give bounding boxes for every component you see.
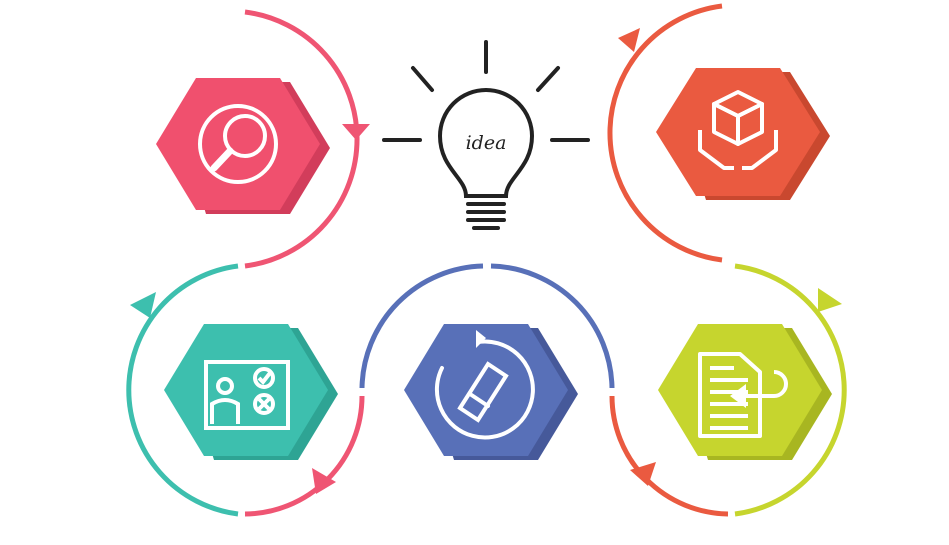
arrow-pink-lower (312, 468, 336, 494)
lightbulb-icon: idea (382, 40, 590, 230)
pencil-refresh-icon (434, 330, 535, 440)
package-hands-icon (698, 90, 778, 170)
arc-pink-upper (244, 9, 360, 269)
edit-cycle-node[interactable] (404, 324, 578, 460)
arrow-pink-upper (342, 124, 370, 140)
magnifier-icon (198, 104, 278, 184)
search-node-face (156, 78, 320, 210)
arc-red-upper (607, 3, 723, 263)
arrow-red-upper (618, 28, 640, 52)
arrow-lime-right (818, 288, 842, 312)
edit-cycle-node-face (404, 324, 568, 456)
arc-lime-right (734, 263, 847, 517)
presentation-node[interactable] (164, 324, 338, 460)
arrow-red-lower (630, 462, 656, 486)
presentation-board-icon (204, 360, 290, 430)
arrow-teal-left (130, 292, 156, 318)
document-return-icon (698, 352, 788, 438)
arc-teal-left (126, 263, 239, 517)
connector-arrows (130, 28, 842, 494)
arc-blue-center-right (490, 263, 615, 389)
package-node[interactable] (656, 68, 830, 200)
bulb-text: idea (466, 132, 507, 154)
search-node[interactable] (156, 78, 330, 214)
arc-blue-center (359, 263, 484, 389)
document-node[interactable] (658, 324, 832, 460)
